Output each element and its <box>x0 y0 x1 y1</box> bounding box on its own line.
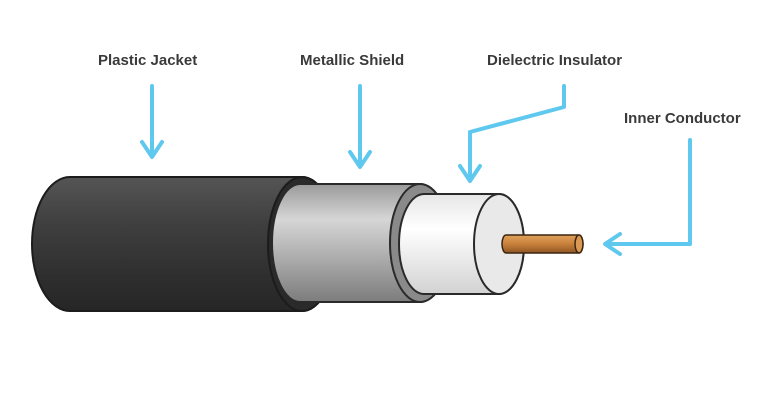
label-plastic-jacket: Plastic Jacket <box>98 52 198 69</box>
arrow-dielectric-insulator <box>458 84 566 183</box>
dielectric-insulator-layer <box>398 193 525 295</box>
label-metallic-shield: Metallic Shield <box>300 52 405 69</box>
label-inner-conductor: Inner Conductor <box>624 110 741 127</box>
arrow-metallic-shield <box>348 84 372 169</box>
arrow-plastic-jacket <box>140 84 164 159</box>
arrow-inner-conductor <box>603 138 692 256</box>
inner-conductor-wire <box>501 234 584 254</box>
label-dielectric-insulator: Dielectric Insulator <box>487 52 623 69</box>
